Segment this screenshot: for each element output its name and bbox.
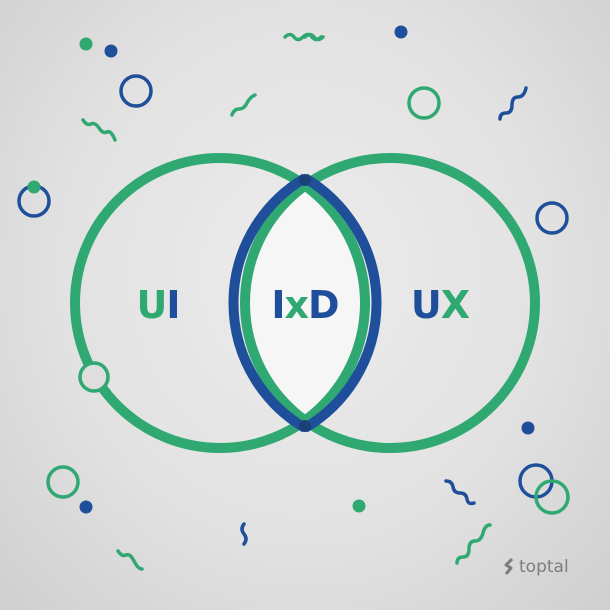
- squiggle-icon: [498, 86, 528, 121]
- intersection-point-top: [299, 174, 311, 186]
- ring-icon: [46, 465, 80, 499]
- dot-icon: [521, 421, 535, 435]
- squiggle-icon: [455, 523, 492, 565]
- squiggle-icon: [444, 479, 476, 506]
- ixd-label: IxD: [264, 280, 346, 330]
- ui-circle: [70, 153, 370, 453]
- squiggle-icon: [230, 93, 257, 117]
- intersection-point-bottom: [299, 420, 311, 432]
- ux-label-x: X: [440, 283, 470, 327]
- ixd-label-d: D: [308, 283, 340, 327]
- ixd-arc-left: [228, 173, 308, 433]
- ring-icon: [78, 361, 110, 393]
- dot-icon: [104, 44, 118, 58]
- dot-icon: [394, 25, 408, 39]
- ring-icon: [119, 74, 153, 108]
- toptal-brand: toptal: [503, 557, 569, 577]
- ring-icon: [534, 479, 570, 515]
- dot-icon: [79, 500, 93, 514]
- dot-icon: [27, 180, 41, 194]
- squiggle-icon: [81, 118, 117, 142]
- ring-icon: [535, 201, 569, 235]
- ui-label: UI: [128, 280, 188, 330]
- squiggle-icon: [303, 32, 325, 42]
- intersection-fill: [245, 158, 365, 448]
- brand-name: toptal: [519, 557, 569, 577]
- squiggle-icon: [116, 549, 144, 571]
- ui-label-u: U: [136, 283, 168, 327]
- ixd-label-x: x: [284, 283, 309, 327]
- toptal-logo-icon: [504, 558, 514, 575]
- dot-icon: [79, 37, 93, 51]
- ux-label-u: U: [410, 283, 442, 327]
- ux-circle: [240, 153, 540, 453]
- ixd-arc-right: [302, 173, 382, 433]
- ixd-label-i: I: [271, 283, 285, 327]
- ring-icon: [407, 86, 441, 120]
- ux-label: UX: [404, 280, 476, 330]
- squiggle-icon: [240, 522, 248, 546]
- ui-label-i: I: [166, 283, 180, 327]
- dot-icon: [352, 499, 366, 513]
